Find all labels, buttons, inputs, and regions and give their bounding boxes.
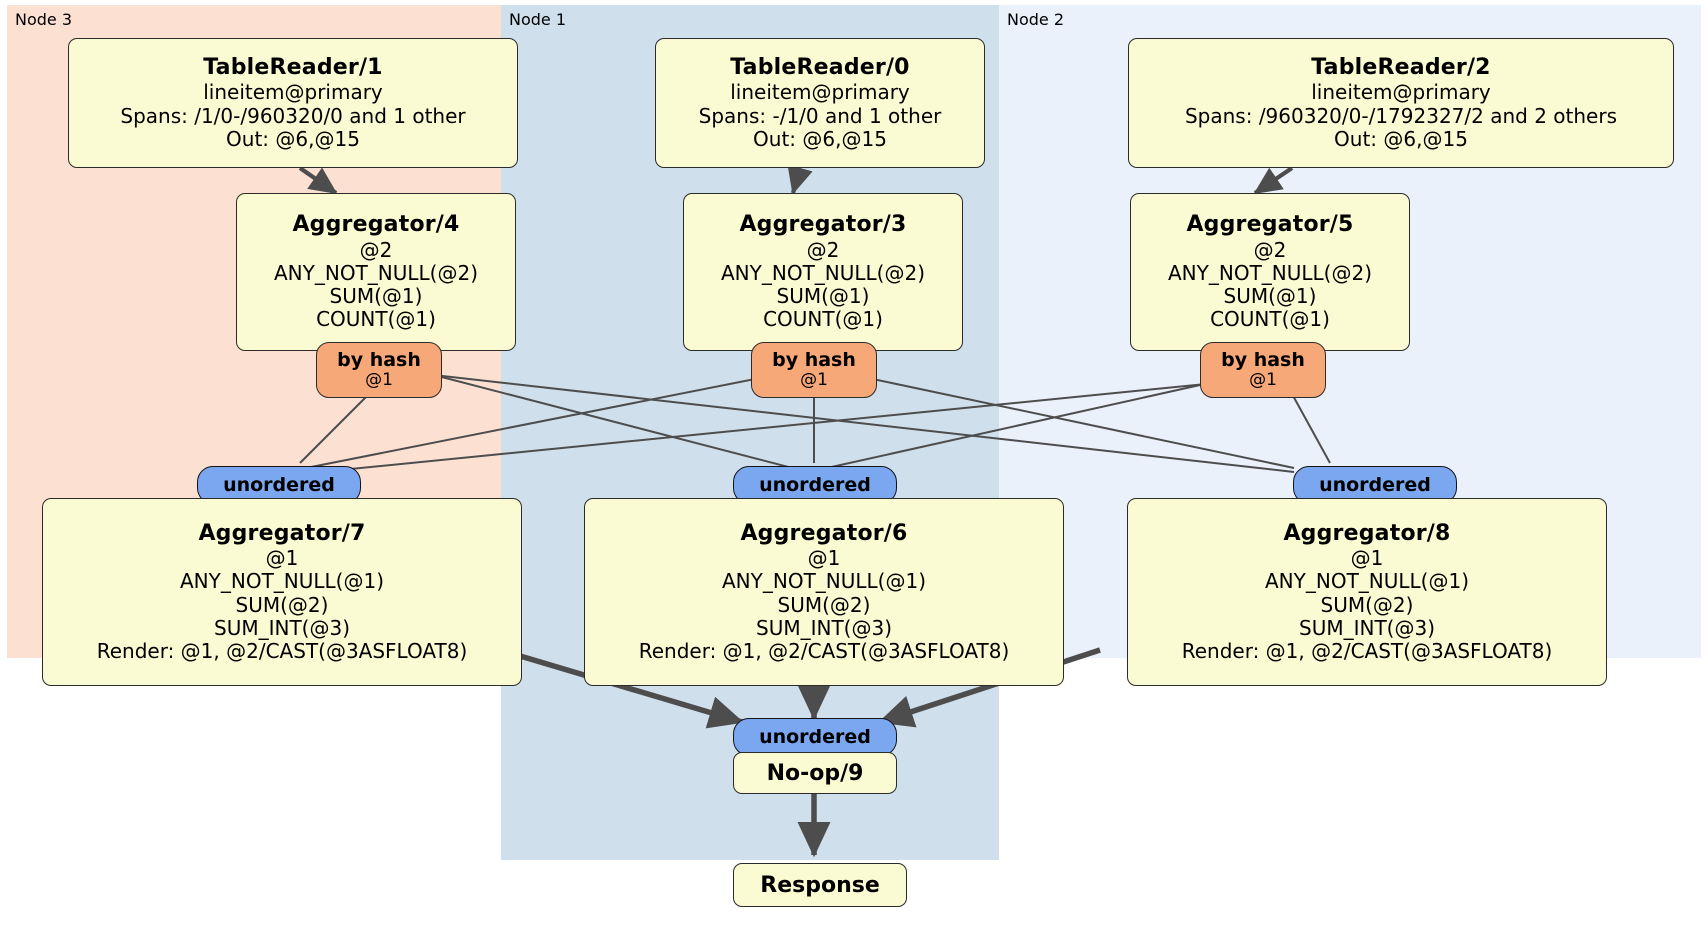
router-label: by hash bbox=[337, 348, 421, 371]
processor-detail: @1 bbox=[807, 546, 841, 571]
processor-detail: Spans: -/1/0 and 1 other bbox=[698, 103, 942, 128]
processor-detail: lineitem@primary bbox=[1311, 80, 1491, 105]
processor-detail: SUM(@2) bbox=[235, 592, 329, 617]
processor-detail: ANY_NOT_NULL(@1) bbox=[722, 569, 926, 594]
node-panel-label: Node 1 bbox=[509, 10, 567, 29]
synchronizer-unordered-right[interactable]: unordered bbox=[1293, 466, 1457, 504]
processor-detail: @2 bbox=[1253, 237, 1287, 262]
processor-tablereader-0[interactable]: TableReader/0 lineitem@primary Spans: -/… bbox=[655, 38, 985, 168]
processor-detail: COUNT(@1) bbox=[1210, 307, 1330, 332]
processor-detail: SUM(@1) bbox=[1223, 284, 1317, 309]
node-panel-label: Node 2 bbox=[1007, 10, 1065, 29]
processor-detail: @1 bbox=[265, 546, 299, 571]
router-label: by hash bbox=[772, 348, 856, 371]
router-label: by hash bbox=[1221, 348, 1305, 371]
processor-aggregator-7[interactable]: Aggregator/7 @1 ANY_NOT_NULL(@1) SUM(@2)… bbox=[42, 498, 522, 686]
processor-aggregator-6[interactable]: Aggregator/6 @1 ANY_NOT_NULL(@1) SUM(@2)… bbox=[584, 498, 1064, 686]
processor-title: TableReader/1 bbox=[203, 54, 383, 80]
processor-title: Aggregator/5 bbox=[1186, 212, 1354, 238]
processor-detail: @2 bbox=[806, 237, 840, 262]
processor-detail: ANY_NOT_NULL(@1) bbox=[1265, 569, 1469, 594]
processor-detail: COUNT(@1) bbox=[316, 307, 436, 332]
processor-detail: Render: @1, @2/CAST(@3ASFLOAT8) bbox=[638, 639, 1010, 664]
processor-response[interactable]: Response bbox=[733, 863, 907, 907]
processor-detail: lineitem@primary bbox=[730, 80, 910, 105]
processor-detail: @1 bbox=[1350, 546, 1384, 571]
processor-detail: ANY_NOT_NULL(@2) bbox=[721, 261, 925, 286]
node-panel-label: Node 3 bbox=[15, 10, 73, 29]
processor-title: Aggregator/7 bbox=[198, 520, 366, 546]
synchronizer-unordered-left[interactable]: unordered bbox=[197, 466, 361, 504]
processor-detail: ANY_NOT_NULL(@2) bbox=[274, 261, 478, 286]
processor-detail: Render: @1, @2/CAST(@3ASFLOAT8) bbox=[1181, 639, 1553, 664]
router-by-hash-left[interactable]: by hash @1 bbox=[316, 342, 442, 398]
processor-detail: Out: @6,@15 bbox=[753, 126, 887, 151]
processor-detail: SUM_INT(@3) bbox=[756, 615, 892, 640]
router-by-hash-center[interactable]: by hash @1 bbox=[751, 342, 877, 398]
processor-detail: Render: @1, @2/CAST(@3ASFLOAT8) bbox=[96, 639, 468, 664]
processor-detail: ANY_NOT_NULL(@1) bbox=[180, 569, 384, 594]
processor-title: Aggregator/8 bbox=[1283, 520, 1451, 546]
processor-detail: SUM_INT(@3) bbox=[214, 615, 350, 640]
processor-detail: lineitem@primary bbox=[203, 80, 383, 105]
processor-detail: @2 bbox=[359, 237, 393, 262]
synchronizer-unordered-center[interactable]: unordered bbox=[733, 466, 897, 504]
processor-detail: Spans: /1/0-/960320/0 and 1 other bbox=[120, 103, 466, 128]
processor-tablereader-2[interactable]: TableReader/2 lineitem@primary Spans: /9… bbox=[1128, 38, 1674, 168]
processor-detail: SUM_INT(@3) bbox=[1299, 615, 1435, 640]
processor-title: Aggregator/4 bbox=[292, 212, 460, 238]
processor-detail: ANY_NOT_NULL(@2) bbox=[1168, 261, 1372, 286]
processor-detail: COUNT(@1) bbox=[763, 307, 883, 332]
processor-detail: Spans: /960320/0-/1792327/2 and 2 others bbox=[1184, 103, 1617, 128]
processor-noop-9[interactable]: No-op/9 bbox=[733, 752, 897, 794]
processor-detail: Out: @6,@15 bbox=[226, 126, 360, 151]
processor-aggregator-4[interactable]: Aggregator/4 @2 ANY_NOT_NULL(@2) SUM(@1)… bbox=[236, 193, 516, 351]
processor-detail: SUM(@2) bbox=[1320, 592, 1414, 617]
processor-title: TableReader/2 bbox=[1311, 54, 1491, 80]
processor-aggregator-8[interactable]: Aggregator/8 @1 ANY_NOT_NULL(@1) SUM(@2)… bbox=[1127, 498, 1607, 686]
processor-tablereader-1[interactable]: TableReader/1 lineitem@primary Spans: /1… bbox=[68, 38, 518, 168]
processor-title: Aggregator/3 bbox=[739, 212, 907, 238]
processor-aggregator-5[interactable]: Aggregator/5 @2 ANY_NOT_NULL(@2) SUM(@1)… bbox=[1130, 193, 1410, 351]
processor-detail: Out: @6,@15 bbox=[1334, 126, 1468, 151]
processor-detail: SUM(@1) bbox=[329, 284, 423, 309]
processor-title: TableReader/0 bbox=[730, 54, 910, 80]
processor-title: Aggregator/6 bbox=[740, 520, 908, 546]
synchronizer-unordered-final[interactable]: unordered bbox=[733, 718, 897, 756]
processor-detail: SUM(@1) bbox=[776, 284, 870, 309]
processor-aggregator-3[interactable]: Aggregator/3 @2 ANY_NOT_NULL(@2) SUM(@1)… bbox=[683, 193, 963, 351]
router-by-hash-right[interactable]: by hash @1 bbox=[1200, 342, 1326, 398]
processor-detail: SUM(@2) bbox=[777, 592, 871, 617]
router-column: @1 bbox=[365, 370, 393, 391]
router-column: @1 bbox=[800, 370, 828, 391]
router-column: @1 bbox=[1249, 370, 1277, 391]
